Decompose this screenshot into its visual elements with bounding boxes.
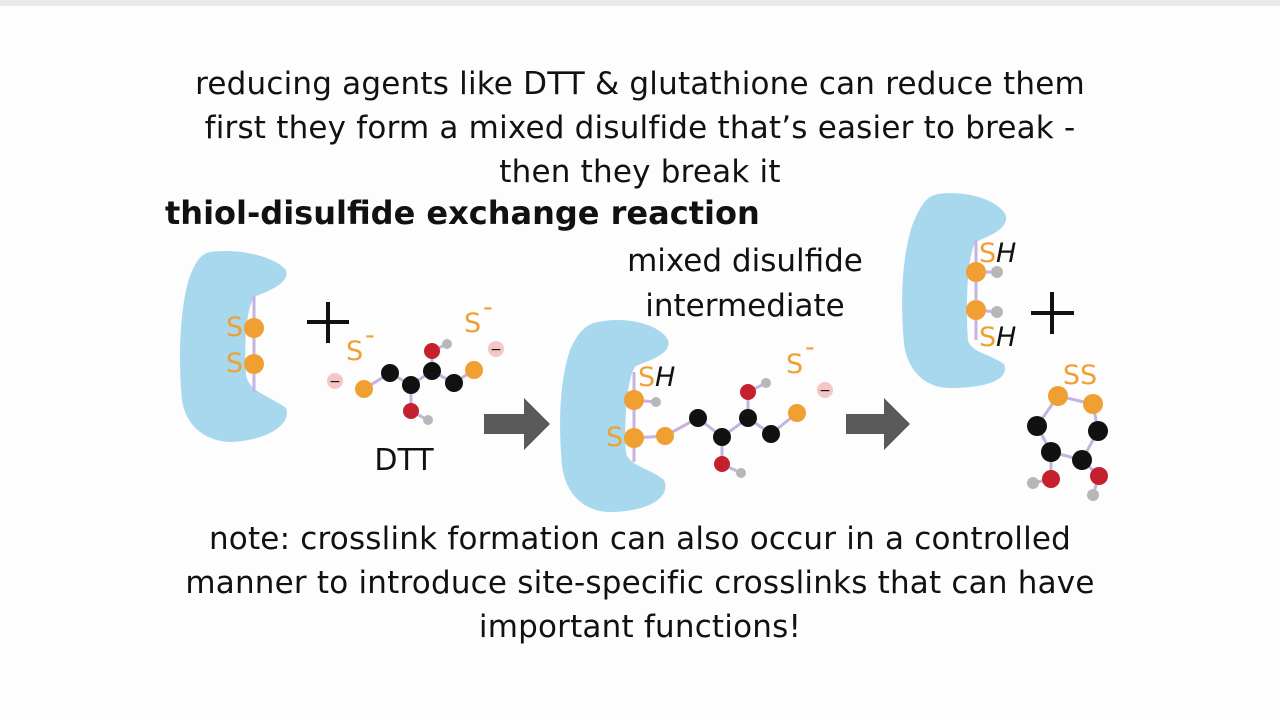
oxygen-atom (403, 403, 419, 419)
intro-line-3: then they break it (499, 154, 781, 190)
carbon-atom (689, 409, 707, 427)
oxygen-atom (1090, 467, 1108, 485)
hydrogen-atom (651, 397, 661, 407)
thiolate-label: S (786, 349, 803, 380)
negative-charge (327, 373, 343, 389)
sulfur-atom (624, 390, 644, 410)
sulfur-atom (966, 262, 986, 282)
sulfur-label: S (606, 422, 623, 453)
thiol-sulfur-label: S (638, 362, 655, 393)
note-caption: note: crosslink formation can also occur… (0, 517, 1280, 649)
carbon-atom (1041, 442, 1061, 462)
hydrogen-atom (423, 415, 433, 425)
dtt-oxidized-ring: SS (1027, 360, 1108, 501)
protein-blob (902, 193, 1007, 388)
hydrogen-atom (991, 266, 1003, 278)
minus-sign: − (819, 383, 831, 399)
protein-blob (560, 320, 669, 512)
minus-sign: − (329, 374, 341, 390)
sulfur-atom (1048, 386, 1068, 406)
protein-oxidized: S S (180, 250, 287, 442)
thiol-hydrogen-label: H (996, 322, 1016, 353)
hydrogen-atom (1027, 477, 1039, 489)
carbon-atom (713, 428, 731, 446)
negative-charge (817, 382, 833, 398)
disulfide-label: SS (1063, 360, 1097, 391)
intro-line-2: first they form a mixed disulfide that’s… (204, 110, 1076, 146)
plus-sign (1031, 292, 1074, 334)
oxygen-atom (740, 384, 756, 400)
sulfur-atom (244, 318, 264, 338)
intro-line-1: reducing agents like DTT & glutathione c… (195, 66, 1085, 102)
minus-sign: − (490, 342, 502, 358)
sulfur-atom (244, 354, 264, 374)
sulfur-label: S (226, 312, 243, 343)
carbon-atom (1088, 421, 1108, 441)
dtt-label: DTT (374, 443, 434, 478)
carbon-atom (1072, 450, 1092, 470)
thiol-sulfur-label: S (979, 238, 996, 269)
carbon-atom (1027, 416, 1047, 436)
thiol-sulfur-label: S (979, 322, 996, 353)
top-edge-bar (0, 0, 1280, 6)
reaction-heading: thiol-disulfide exchange reaction (165, 194, 760, 232)
sulfur-atom (465, 361, 483, 379)
thiolate-charge: - (365, 320, 375, 351)
sulfur-atom (624, 428, 644, 448)
oxygen-atom (1042, 470, 1060, 488)
hydrogen-atom (761, 378, 771, 388)
thiol-hydrogen-label: H (996, 238, 1016, 269)
note-line-2: manner to introduce site-specific crossl… (185, 565, 1095, 601)
carbon-atom (423, 362, 441, 380)
hydrogen-atom (1087, 489, 1099, 501)
reaction-arrow (484, 398, 550, 450)
intro-caption: reducing agents like DTT & glutathione c… (0, 62, 1280, 194)
carbon-atom (402, 376, 420, 394)
note-line-1: note: crosslink formation can also occur… (208, 521, 1072, 557)
protein-intermediate: − S - S H S (560, 320, 833, 512)
note-line-3: important functions! (478, 609, 802, 645)
carbon-atom (739, 409, 757, 427)
oxygen-atom (424, 343, 440, 359)
sulfur-atom (966, 300, 986, 320)
thiolate-label: S (464, 308, 481, 339)
hydrogen-atom (736, 468, 746, 478)
thiol-hydrogen-label: H (655, 362, 675, 393)
sulfur-atom (1083, 394, 1103, 414)
intermediate-label-line-1: mixed disulfide (627, 243, 863, 279)
hydrogen-atom (442, 339, 452, 349)
intermediate-label-line-2: intermediate (645, 288, 844, 324)
oxygen-atom (714, 456, 730, 472)
thiolate-charge: - (483, 292, 493, 323)
protein-reduced: S H S H (902, 193, 1016, 388)
hydrogen-atom (991, 306, 1003, 318)
carbon-atom (445, 374, 463, 392)
dtt-molecule: − − S - S - (327, 292, 504, 425)
carbon-atom (762, 425, 780, 443)
reaction-arrow (846, 398, 910, 450)
sulfur-atom (788, 404, 806, 422)
sulfur-atom (355, 380, 373, 398)
thiolate-label: S (346, 336, 363, 367)
negative-charge (488, 341, 504, 357)
protein-blob (180, 250, 287, 442)
thiolate-charge: - (805, 332, 815, 363)
sulfur-label: S (226, 348, 243, 379)
carbon-atom (381, 364, 399, 382)
sulfur-atom (656, 427, 674, 445)
plus-sign (307, 302, 349, 343)
